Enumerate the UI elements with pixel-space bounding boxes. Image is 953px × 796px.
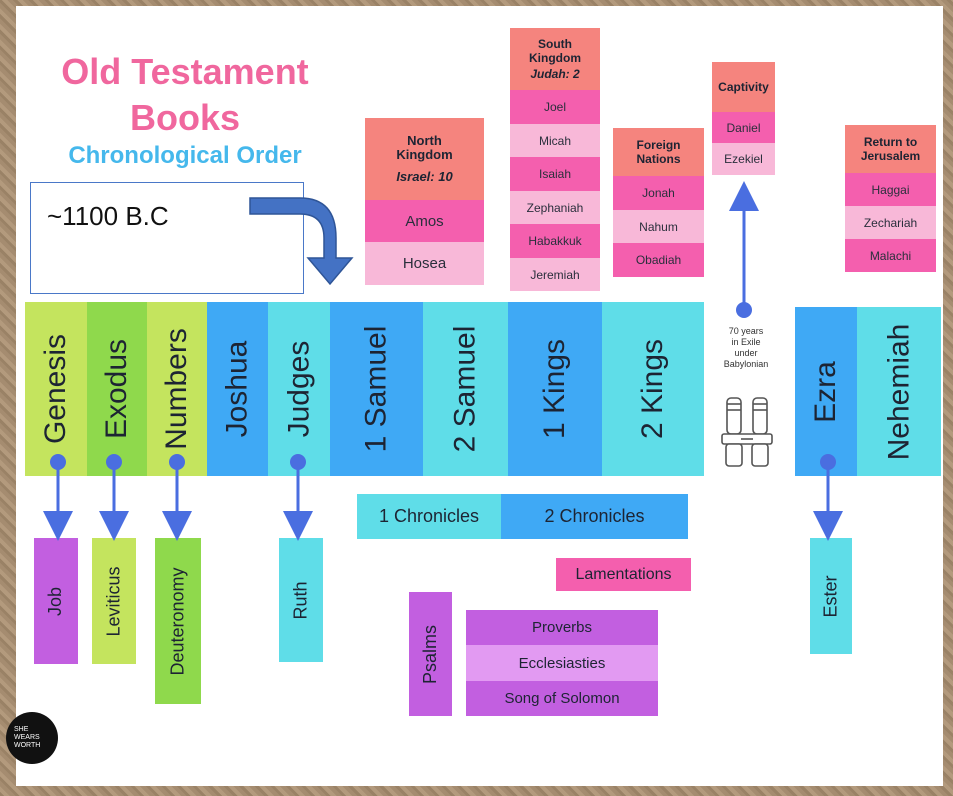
book-2-samuel: 2 Samuel <box>423 302 508 476</box>
book-numbers: Numbers <box>147 302 207 476</box>
callout-box: ~1100 B.C <box>30 182 304 294</box>
dot-numbers <box>169 454 185 470</box>
dot-exile <box>736 302 752 318</box>
north-kingdom-count: Israel: 10 <box>396 169 453 184</box>
book-ecclesiastes: Ecclesiasties <box>466 645 658 681</box>
book-2-chronicles: 2 Chronicles <box>501 494 688 539</box>
foreign-nations-header: Foreign Nations <box>613 128 704 176</box>
book-zechariah: Zechariah <box>845 206 936 239</box>
book-hosea: Hosea <box>365 242 484 285</box>
logo-line1: SHE <box>14 726 29 733</box>
south-kingdom-header: South Kingdom Judah: 2 <box>510 28 600 90</box>
book-obadiah: Obadiah <box>613 243 704 277</box>
book-leviticus: Leviticus <box>92 538 136 664</box>
dot-judges <box>290 454 306 470</box>
book-1-kings: 1 Kings <box>508 302 602 476</box>
book-psalms: Psalms <box>409 592 452 716</box>
book-haggai: Haggai <box>845 173 936 206</box>
return-header: Return to Jerusalem <box>845 125 936 173</box>
exile-line1: 70 years <box>728 326 764 336</box>
book-malachi: Malachi <box>845 239 936 272</box>
callout-arrow-icon <box>249 197 354 286</box>
book-genesis: Genesis <box>25 302 87 476</box>
callout-text: ~1100 B.C <box>47 201 169 231</box>
book-judges: Judges <box>268 302 330 476</box>
book-1-samuel: 1 Samuel <box>330 302 423 476</box>
exile-line2: in Exile <box>731 337 761 347</box>
book-ester: Ester <box>810 538 852 654</box>
book-zephaniah: Zephaniah <box>510 191 600 224</box>
book-proverbs: Proverbs <box>466 610 658 645</box>
book-isaiah: Isaiah <box>510 157 600 191</box>
book-2-kings: 2 Kings <box>602 302 704 476</box>
dot-exodus <box>106 454 122 470</box>
captivity-header: Captivity <box>712 62 775 112</box>
book-nahum: Nahum <box>613 210 704 243</box>
exile-line3: under <box>734 348 758 358</box>
return-title: Return to Jerusalem <box>860 135 921 163</box>
captivity-title: Captivity <box>718 80 769 94</box>
south-kingdom-count: Judah: 2 <box>530 67 580 81</box>
north-kingdom-header: North Kingdom Israel: 10 <box>365 118 484 200</box>
book-job: Job <box>34 538 78 664</box>
book-jonah: Jonah <box>613 176 704 210</box>
book-1-chronicles: 1 Chronicles <box>357 494 501 539</box>
book-exodus: Exodus <box>87 302 147 476</box>
book-jeremiah: Jeremiah <box>510 258 600 291</box>
dot-genesis <box>50 454 66 470</box>
book-ezra: Ezra <box>795 307 857 476</box>
book-ezekiel: Ezekiel <box>712 143 775 175</box>
book-joshua: Joshua <box>207 302 268 476</box>
book-amos: Amos <box>365 200 484 242</box>
exile-note: 70 years in Exile under Babylonian <box>712 326 780 370</box>
she-wears-worth-logo: SHE WEARS WORTH <box>6 712 58 764</box>
book-micah: Micah <box>510 124 600 157</box>
book-nehemiah: Nehemiah <box>857 307 941 476</box>
book-joel: Joel <box>510 90 600 124</box>
logo-line3: WORTH <box>14 742 41 749</box>
north-kingdom-title: North Kingdom <box>396 133 453 162</box>
book-deuteronomy: Deuteronomy <box>155 538 201 704</box>
book-song-of-solomon: Song of Solomon <box>466 681 658 716</box>
book-ruth: Ruth <box>279 538 323 662</box>
title-line2: Books <box>129 97 241 138</box>
logo-line2: WEARS <box>14 734 40 741</box>
book-daniel: Daniel <box>712 112 775 143</box>
subtitle: Chronological Order <box>68 142 302 169</box>
foreign-nations-title: Foreign Nations <box>636 138 681 166</box>
book-lamentations: Lamentations <box>556 558 691 591</box>
book-habakkuk: Habakkuk <box>510 224 600 258</box>
shackled-hands-icon <box>721 397 773 467</box>
south-kingdom-title: South Kingdom <box>529 37 581 65</box>
exile-line4: Babylonian <box>723 359 769 369</box>
dot-ezra <box>820 454 836 470</box>
title-line1: Old Testament <box>61 51 309 92</box>
